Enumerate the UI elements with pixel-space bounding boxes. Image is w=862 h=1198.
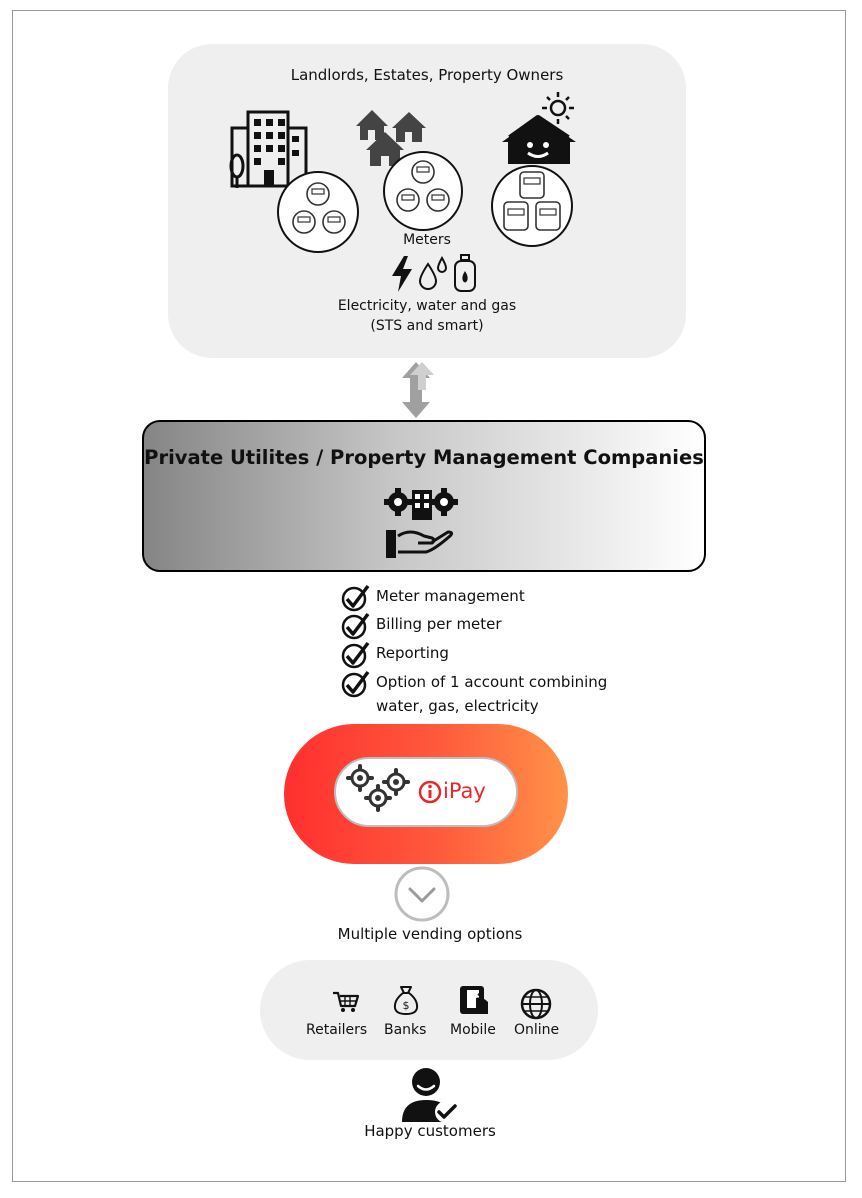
checkmark-icon — [341, 584, 370, 612]
chevron-down-icon — [394, 866, 450, 922]
vending-option-retailers: Retailers — [306, 1022, 368, 1038]
shopping-cart-icon — [333, 991, 360, 1012]
feature-label: Meter management — [376, 584, 525, 608]
gas-cylinder-icon — [454, 254, 476, 292]
meters-label: Meters — [403, 232, 451, 248]
checkmark-icon — [341, 612, 370, 640]
apartment-building-icon — [229, 110, 308, 188]
utilities-line-1: Electricity, water and gas — [337, 298, 517, 314]
vending-option-banks: Banks — [384, 1022, 427, 1038]
ipay-logo-badge — [334, 757, 518, 827]
vending-option-mobile: Mobile — [450, 1022, 496, 1038]
money-bag-icon: $ — [393, 986, 419, 1016]
gears-icon — [346, 764, 410, 812]
globe-icon — [520, 988, 552, 1020]
feature-label: Billing per meter — [376, 612, 502, 636]
property-owners-title: Landlords, Estates, Property Owners — [290, 66, 564, 84]
checkmark-icon — [341, 641, 370, 669]
feature-line: Reporting — [376, 644, 449, 662]
vending-option-online: Online — [514, 1022, 560, 1038]
vending-options-label: Multiple vending options — [337, 925, 523, 943]
meter-cluster-icon — [383, 151, 463, 231]
checkmark-icon — [341, 670, 370, 698]
meter-cluster-icon — [491, 165, 573, 247]
bidirectional-arrow-icon — [402, 362, 434, 418]
hand-building-gears-icon — [384, 488, 458, 558]
management-companies-title: Private Utilites / Property Management C… — [144, 446, 704, 469]
utilities-line-2: (STS and smart) — [370, 318, 484, 334]
mobile-phone-icon — [460, 986, 488, 1014]
diagram-frame — [12, 10, 846, 1182]
feature-line: Meter management — [376, 587, 525, 605]
utilities-label: Electricity, water and gas (STS and smar… — [300, 296, 554, 336]
houses-icon — [356, 110, 426, 166]
water-drop-icon — [418, 256, 448, 290]
feature-item: Option of 1 account combining water, gas… — [340, 670, 607, 718]
smart-home-icon — [502, 92, 576, 164]
feature-label: Reporting — [376, 641, 449, 665]
happy-customers-label: Happy customers — [364, 1122, 496, 1140]
feature-item: Meter management — [340, 584, 525, 612]
feature-line: Option of 1 account combining — [376, 673, 608, 691]
svg-text:$: $ — [403, 999, 410, 1012]
ipay-logo-icon — [418, 780, 442, 804]
happy-customer-icon — [402, 1068, 457, 1123]
meter-cluster-icon — [277, 171, 359, 253]
ipay-brand-text: iPay — [443, 779, 486, 803]
feature-item: Reporting — [340, 641, 449, 669]
feature-line: water, gas, electricity — [376, 697, 539, 715]
feature-line: Billing per meter — [376, 615, 502, 633]
feature-item: Billing per meter — [340, 612, 502, 640]
lightning-icon — [392, 256, 412, 292]
feature-label: Option of 1 account combining water, gas… — [376, 670, 607, 718]
